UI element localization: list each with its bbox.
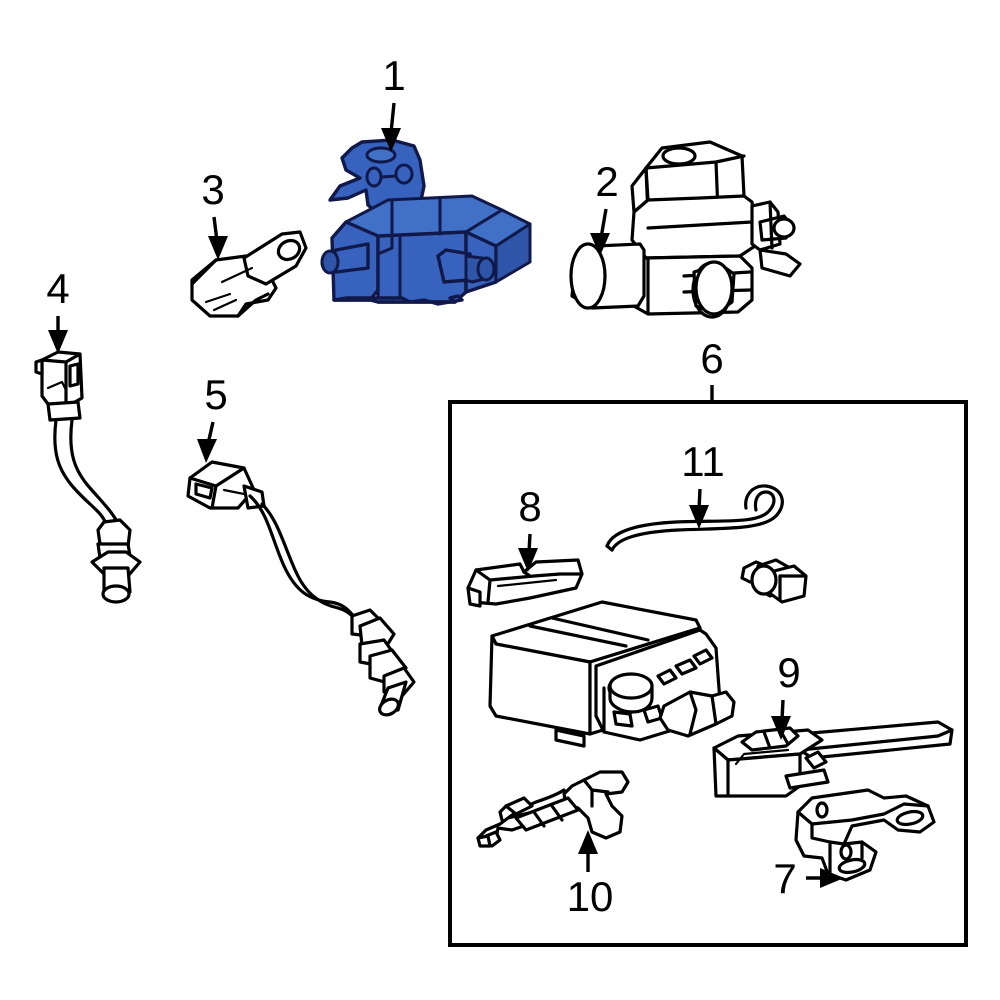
part-7-canister-mounting-bracket bbox=[794, 788, 936, 882]
part-2-canister-pump-module bbox=[569, 140, 802, 319]
part-9-canister-filter-assembly bbox=[712, 720, 954, 798]
callout-leader-8 bbox=[518, 533, 538, 572]
part-3-purge-valve-bracket bbox=[190, 230, 308, 318]
part-1-vapor-canister-purge-valve bbox=[320, 138, 532, 306]
callout-leader-10 bbox=[578, 830, 598, 872]
callout-number-11: 11 bbox=[681, 438, 725, 485]
charcoal-canister-body bbox=[488, 600, 736, 748]
callout-leader-3 bbox=[208, 216, 228, 260]
callout-leader-2 bbox=[590, 208, 610, 256]
callout-number-8: 8 bbox=[518, 483, 541, 530]
callout-number-5: 5 bbox=[204, 371, 227, 418]
part-11-vapor-hose bbox=[605, 484, 784, 552]
callout-leader-1 bbox=[381, 102, 401, 152]
callout-number-2: 2 bbox=[595, 158, 618, 205]
part-5-downstream-air-fuel-ratio-sensor bbox=[186, 460, 416, 717]
vapor-canister-assembly-boundary bbox=[448, 400, 968, 947]
callout-leader-4 bbox=[48, 316, 68, 354]
callout-number-6: 6 bbox=[700, 335, 723, 382]
part-4-upstream-oxygen-sensor bbox=[34, 350, 142, 604]
callout-number-3: 3 bbox=[201, 166, 224, 213]
callout-number-1: 1 bbox=[382, 52, 405, 99]
callout-number-9: 9 bbox=[777, 649, 800, 696]
callout-number-10: 10 bbox=[567, 873, 614, 920]
callout-number-4: 4 bbox=[46, 265, 69, 312]
part-10-fuel-vapor-tube bbox=[476, 770, 630, 848]
callout-leader-7 bbox=[806, 868, 844, 888]
callout-leader-9 bbox=[771, 699, 791, 740]
callout-number-7: 7 bbox=[773, 855, 796, 902]
vent-valve-connector bbox=[740, 558, 808, 604]
callout-leader-5 bbox=[197, 421, 217, 463]
part-8-canister-retaining-clamp bbox=[466, 558, 584, 608]
callout-leader-11 bbox=[689, 488, 709, 529]
